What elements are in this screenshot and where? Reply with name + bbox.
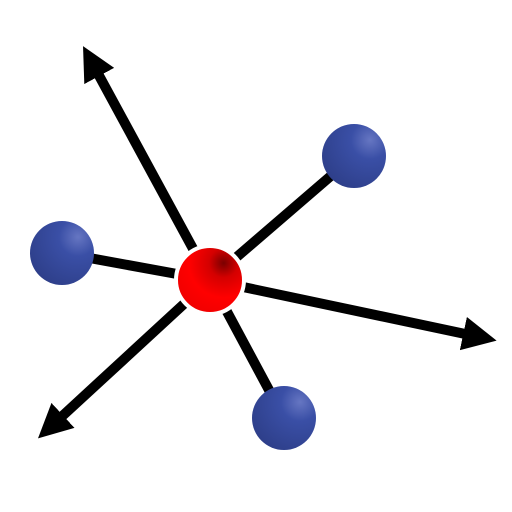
arrows	[37, 46, 497, 439]
outer-atoms	[30, 124, 386, 450]
arrow-upper-left	[83, 46, 215, 283]
outer-atom-upper-right	[322, 124, 386, 188]
arrow-right	[208, 275, 497, 351]
outer-atom-lower	[252, 386, 316, 450]
center-atom	[174, 244, 246, 316]
outer-atom-left	[30, 221, 94, 285]
